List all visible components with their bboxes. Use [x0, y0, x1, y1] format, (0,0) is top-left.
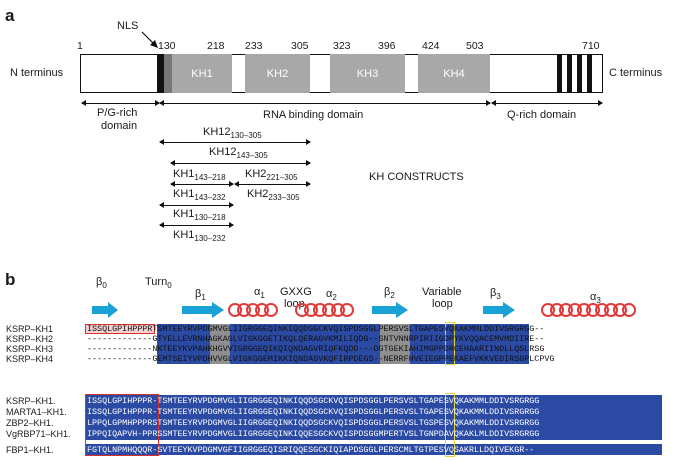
construct-label: KH12143–305 [209, 146, 268, 161]
kh2-domain: KH2 [245, 54, 310, 93]
ss-variable-loop: loop [432, 298, 453, 310]
q-domain-label: Q-rich domain [507, 109, 577, 121]
secondary-structure-track [92, 302, 636, 318]
c-terminus-label: C terminus [609, 67, 663, 79]
rna-domain-label: RNA binding domain [263, 109, 364, 121]
seq-label: KSRP–KH2 [6, 334, 54, 344]
kh4-domain: KH4 [418, 54, 490, 93]
alignment-shading [85, 395, 662, 440]
construct-range [170, 160, 311, 166]
nls-segment [157, 54, 164, 93]
q-rich-stripe [567, 54, 572, 93]
nls-arrow [141, 31, 158, 48]
seq-label: FBP1–KH1. [6, 445, 54, 455]
panel-a-letter: a [5, 6, 15, 25]
alignment-highlight-box [85, 394, 159, 456]
beta3-arrow [483, 302, 515, 318]
construct-label: KH1130–232 [173, 229, 226, 244]
pos-710: 710 [582, 40, 600, 52]
construct-label: KH12130–305 [203, 126, 262, 141]
pg-domain-label-2: domain [101, 120, 138, 132]
alignment-grey-shading [210, 324, 230, 364]
ss-turn0: Turn0 [145, 276, 172, 291]
construct-range [159, 222, 234, 228]
construct-range [234, 181, 311, 187]
ss-beta1: β1 [195, 288, 206, 303]
ss-beta3: β3 [490, 287, 501, 302]
seq-label: KSRP–KH4 [6, 354, 54, 364]
pos-396: 396 [378, 40, 396, 52]
ss-beta2: β2 [384, 286, 395, 301]
seq-row: LPPQLGPMHPPPRSTSMTEEYRVPDGMVGLIIGRGGEQIN… [87, 418, 540, 428]
ss-variable: Variable [422, 286, 462, 298]
q-rich-stripe [587, 54, 592, 93]
construct-label: KH2221–305 [245, 168, 298, 183]
beta0-arrow [92, 302, 118, 318]
pos-424: 424 [422, 40, 440, 52]
q-domain-arrow [491, 100, 603, 106]
seq-row: IPPQIQAPVH-PPRSSMTEEYRVPDGMVGLIIGRGGEQIN… [87, 429, 540, 439]
pos-130: 130 [158, 40, 176, 52]
alignment-shading-fbp1 [85, 444, 662, 455]
seq-row: FGTQLNPMHQQQR-SVTEEYKVPDGMVGFIIGRGGEQISR… [87, 445, 535, 455]
q-rich-stripe [577, 54, 582, 93]
seq-label: KSRP–KH1. [6, 396, 56, 406]
seq-label: ZBP2–KH1. [6, 418, 54, 428]
alignment-yellow-box [445, 393, 455, 457]
alpha1-helix [228, 303, 278, 317]
ss-alpha1: α1 [254, 286, 265, 301]
alignment-highlight-box [85, 324, 155, 334]
q-rich-stripe [557, 54, 562, 93]
kh1-domain: KH1 [172, 54, 232, 93]
seq-row: ISSQLGPIHPPPRTSMTEEYRVPDGMVGLIIGRGGEQINK… [87, 324, 545, 334]
beta1-arrow [182, 302, 224, 318]
pos-305: 305 [291, 40, 309, 52]
pos-503: 503 [466, 40, 484, 52]
construct-label: KH1130–218 [173, 208, 226, 223]
nls-label: NLS [117, 20, 139, 32]
seq-row: -------------GEMTSEIYVPDHVVGLVIGKGGEMIKK… [87, 354, 555, 364]
pos-323: 323 [333, 40, 351, 52]
seq-label: KSRP–KH3 [6, 344, 54, 354]
seq-label: VgRBP71–KH1. [6, 429, 71, 439]
construct-range [159, 202, 234, 208]
seq-row: -------------GTYELLEVRNHAGKAGLVIGKGGETIK… [87, 334, 545, 344]
seq-label: KSRP–KH1 [6, 324, 54, 334]
nls-grey-segment [164, 54, 172, 93]
rna-domain-arrow [159, 100, 491, 106]
beta2-arrow [372, 302, 408, 318]
alpha3-helix [541, 303, 636, 317]
pg-domain-label: P/G-rich [97, 107, 138, 119]
ss-beta0: β0 [96, 276, 107, 291]
seq-row: ISSQLGPIHPPPR-TSMTEEYRVPDGMVGLIIGRGGEQIN… [87, 396, 540, 406]
seq-row: ISSQLGPIHPPPR-TSMTEEYRVPDGMVGLIIGRGGEQIN… [87, 407, 540, 417]
kh3-domain: KH3 [330, 54, 405, 93]
construct-range [159, 139, 311, 145]
ss-gxxg: GXXG [280, 286, 312, 298]
seq-row: -------------NKTEEYKVPAHKHGVVIGRGGEQIKQI… [87, 344, 545, 354]
construct-range [170, 181, 234, 187]
alignment-grey-shading [380, 324, 410, 364]
construct-label: KH1143–218 [173, 168, 226, 183]
alignment-yellow-box [445, 322, 455, 365]
ss-alpha3: α3 [590, 291, 601, 306]
pos-1: 1 [77, 40, 83, 52]
panel-b-letter: b [5, 270, 16, 289]
construct-label: KH1143–232 [173, 188, 226, 203]
pg-domain-arrow [81, 100, 160, 106]
pos-218: 218 [207, 40, 225, 52]
alpha2-helix [295, 303, 354, 317]
seq-label: MARTA1–KH1. [6, 407, 67, 417]
ss-gxxg-loop: loop [284, 298, 305, 310]
pos-233: 233 [245, 40, 263, 52]
kh-constructs-title: KH CONSTRUCTS [369, 171, 464, 183]
n-terminus-label: N terminus [10, 67, 64, 79]
construct-label: KH2233–305 [247, 188, 300, 203]
ss-alpha2: α2 [326, 288, 337, 303]
